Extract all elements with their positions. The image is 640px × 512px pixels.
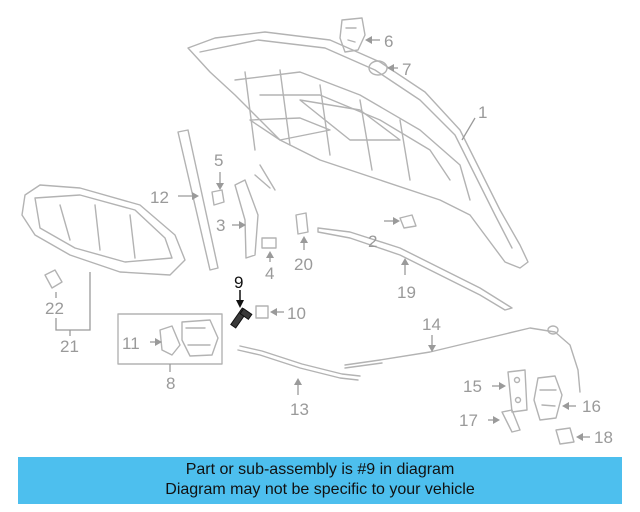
part-15-plate	[492, 369, 528, 413]
hood-panel	[187, 31, 529, 269]
callout-5: 5	[214, 151, 223, 170]
part-22-clip	[44, 269, 63, 298]
callout-15: 15	[463, 377, 482, 396]
part-3-hinge	[232, 179, 259, 259]
callout-20: 20	[294, 255, 313, 274]
callout-19: 19	[397, 283, 416, 302]
part-9-bolt[interactable]	[230, 290, 253, 329]
callout-11: 11	[122, 334, 140, 353]
part-4-bolt	[261, 237, 277, 262]
part-18-bumper	[555, 427, 590, 445]
part-12-strut	[177, 129, 219, 271]
part-8-latch-group	[117, 313, 223, 372]
part-19-seal	[317, 227, 513, 311]
hood-insulator	[21, 184, 186, 276]
callout-6: 6	[384, 32, 393, 51]
callout-14: 14	[422, 315, 441, 334]
parts-diagram: 1 2 3 4 5 6 7 8 9 10 11 12 13 14 15 16 1…	[21, 17, 613, 447]
callout-2: 2	[368, 232, 377, 251]
callout-9[interactable]: 9	[234, 273, 243, 292]
leader-21	[55, 272, 91, 336]
leader-1	[461, 117, 476, 141]
part-17-screw	[488, 409, 521, 433]
callout-1: 1	[478, 103, 487, 122]
callout-7: 7	[402, 60, 411, 79]
callout-16: 16	[582, 397, 601, 416]
part-5-clip	[211, 172, 225, 206]
callout-4: 4	[265, 264, 274, 283]
callout-8: 8	[166, 374, 175, 393]
part-7-bumper	[368, 60, 398, 76]
callout-22: 22	[45, 299, 64, 318]
callout-18: 18	[594, 428, 613, 447]
part-13-cable	[237, 345, 361, 395]
callout-13: 13	[290, 400, 309, 419]
part-6-bracket	[339, 17, 380, 53]
info-banner: Part or sub-assembly is #9 in diagram Di…	[18, 457, 622, 504]
callout-12: 12	[150, 188, 169, 207]
banner-line-2: Diagram may not be specific to your vehi…	[165, 481, 475, 498]
part-2-clip	[384, 214, 417, 229]
callout-10: 10	[287, 304, 306, 323]
banner-line-1: Part or sub-assembly is #9 in diagram	[185, 461, 455, 478]
callout-3: 3	[216, 216, 225, 235]
part-20-bracket	[295, 212, 309, 250]
part-16-lock	[533, 375, 576, 421]
part-10-nut	[255, 305, 284, 319]
callout-17: 17	[459, 411, 478, 430]
callout-21: 21	[60, 337, 79, 356]
part-14-release-cable	[344, 325, 581, 393]
